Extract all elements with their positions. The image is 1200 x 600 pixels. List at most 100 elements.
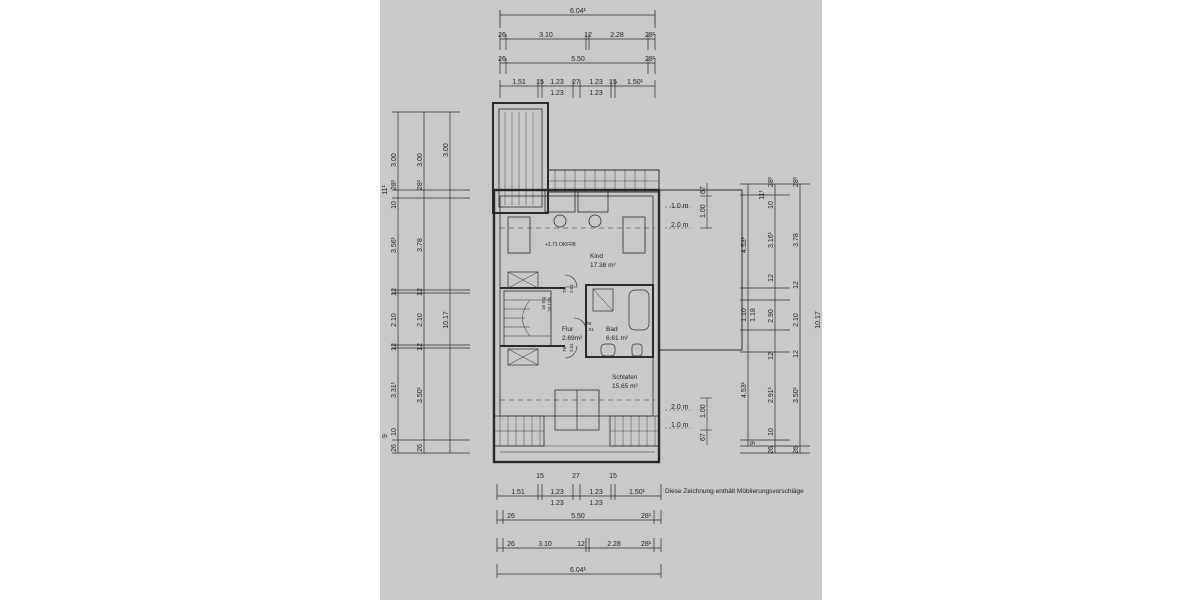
dim-label: 1.23 (589, 489, 603, 496)
dim-label: 2.10 (793, 313, 800, 327)
dim-bottom-total: 6.04¹ (570, 567, 587, 574)
dim-label: 1.23 (550, 79, 564, 86)
dim-label: 3.10 (538, 541, 552, 548)
dim-label: 1.23 (589, 500, 603, 507)
dim-top-total: 6.04¹ (570, 8, 587, 15)
dim-label: 15 (609, 473, 617, 480)
door-label: 2.01 (569, 343, 574, 352)
dim-label: 11¹ (759, 190, 766, 200)
dim-label: 1.18 (750, 308, 757, 322)
dim-label: 28¹ (645, 56, 656, 63)
dim-label: 3.50¹ (793, 386, 800, 403)
dim-label: 3.50¹ (417, 386, 424, 403)
dim-label: 5.50 (571, 56, 585, 63)
dim-label: 12 (793, 281, 800, 289)
dim-label: 26 (793, 446, 800, 454)
dim-label: 28¹ (391, 179, 398, 190)
dim-label: 10.17 (443, 311, 450, 329)
dim-label: 26 (507, 513, 515, 520)
dim-label: 2.10 (391, 313, 398, 327)
terrace-height: 1.0 m (671, 203, 689, 210)
dim-label: 28¹ (641, 541, 652, 548)
dim-label: 1.51 (511, 489, 525, 496)
dim-label: 2.28 (607, 541, 621, 548)
dim-label: 27 (572, 79, 580, 86)
dim-label: 26 (507, 541, 515, 548)
dim-label: 26 (498, 56, 506, 63)
stair-label: 18.1/26 (547, 296, 552, 312)
level-marker: +2.71 OKFFB (545, 242, 576, 248)
dim-label: 9 (382, 434, 389, 438)
room-area-flur: 2.69m² (562, 335, 583, 342)
door-label: 2.01 (585, 327, 594, 332)
dim-label: 1.23 (550, 90, 564, 97)
door-label: 2.01 (569, 284, 574, 293)
dim-label: 4.53¹ (741, 381, 748, 398)
terrace-height: 1.0 m (671, 422, 689, 429)
right-dimension-chains (740, 183, 810, 454)
dim-label: 12 (391, 288, 398, 296)
dim-label: 1.23 (550, 500, 564, 507)
stair-label: 16 Stg (541, 296, 546, 310)
dim-label: 5.50 (571, 513, 585, 520)
door-label: 78 (562, 346, 567, 352)
terrace-height: 2.0 m (671, 222, 689, 229)
dim-label: 15 (609, 79, 617, 86)
dim-label: 3.78 (793, 233, 800, 247)
dim-label: 1.00 (700, 204, 707, 218)
dim-label: 10 (768, 201, 775, 209)
dim-label: 12 (584, 32, 592, 39)
left-dimension-chains (392, 111, 470, 454)
dim-label: 12 (391, 343, 398, 351)
dim-label: 12 (768, 352, 775, 360)
dim-label: 2.10 (417, 313, 424, 327)
dim-label: 27 (572, 473, 580, 480)
dim-label: 15 (536, 79, 544, 86)
door-label: 78 (586, 321, 592, 326)
dim-label: 3.78 (417, 238, 424, 252)
dim-label: 28¹ (641, 513, 652, 520)
dim-label: 28¹ (793, 176, 800, 187)
room-area-kind: 17.38 m² (590, 262, 616, 269)
dim-label: 3.16¹ (768, 231, 775, 248)
dim-label: 3.56¹ (391, 236, 398, 253)
dim-label: 1.50¹ (627, 79, 644, 86)
dim-label: 28¹ (768, 176, 775, 187)
dim-label: 1.23 (589, 79, 603, 86)
dim-label: 15 (536, 473, 544, 480)
dim-label: 67 (700, 186, 707, 194)
dim-label: 1.23 (550, 489, 564, 496)
dim-label: 3.31¹ (391, 381, 398, 398)
dim-label: 3.00 (417, 153, 424, 167)
dim-label: 12 (417, 343, 424, 351)
dim-label: 9 (750, 441, 757, 445)
dim-label: 1.23 (589, 90, 603, 97)
dim-label: 1.51 (512, 79, 526, 86)
room-name-schlafen: Schlafen (612, 374, 638, 381)
bottom-dimension-chains (496, 484, 662, 578)
top-dimension-chain (499, 10, 656, 98)
dim-label: 1.00 (700, 404, 707, 418)
dim-label: 1.10 (741, 308, 748, 322)
dim-label: 2.91¹ (768, 386, 775, 403)
room-name-flur: Flur (562, 326, 574, 333)
dim-label: 4.53¹ (741, 236, 748, 253)
dim-label: 26 (391, 444, 398, 452)
furniture-note: Diese Zeichnung enthält Möblierungsvorsc… (665, 488, 804, 495)
dim-label: 3.00 (391, 153, 398, 167)
dim-label: 67 (700, 433, 707, 441)
dim-label: 10 (768, 428, 775, 436)
dim-label: 3.00 (443, 143, 450, 157)
dim-label: 1.50¹ (629, 489, 646, 496)
dim-label: 3.10 (539, 32, 553, 39)
dim-label: 28¹ (645, 32, 656, 39)
dim-label: 28¹ (417, 179, 424, 190)
dim-label: 10.17 (815, 311, 822, 329)
room-area-schlafen: 15.65 m² (612, 383, 638, 390)
dim-label: 26 (768, 446, 775, 454)
dim-label: 12 (417, 288, 424, 296)
dim-label: 2.90 (768, 309, 775, 323)
dim-label: 12 (793, 350, 800, 358)
door-label: 78 (562, 287, 567, 293)
